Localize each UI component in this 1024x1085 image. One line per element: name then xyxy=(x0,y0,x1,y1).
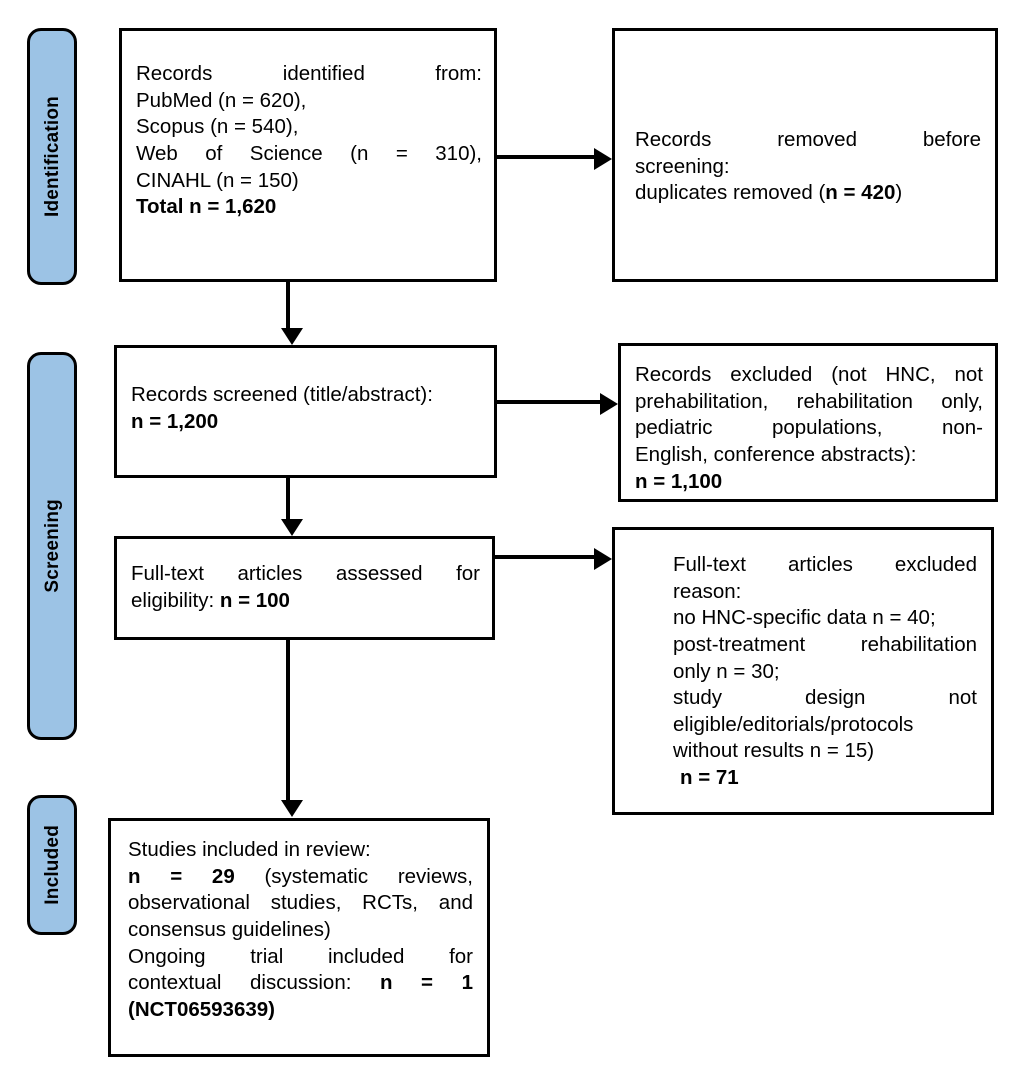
arrow-screened-to-fulltext xyxy=(281,478,303,536)
stage-label-included-text: Included xyxy=(41,825,63,905)
stage-label-identification-text: Identification xyxy=(41,95,63,218)
arrowhead-down-icon xyxy=(281,519,303,536)
box-studies-included-text: Studies included in review: n = 29 (syst… xyxy=(128,837,473,1023)
arrow-fulltext-to-excluded xyxy=(495,548,612,570)
studies-included-line-3: observational studies, RCTs, and xyxy=(128,891,473,915)
arrow-fulltext-to-included xyxy=(281,640,303,817)
box-records-screened-text: Records screened (title/abstract): n = 1… xyxy=(131,382,482,435)
fulltext-excluded-line-8: without results n = 15) xyxy=(673,739,875,763)
records-identified-line-1: Records identified from: xyxy=(136,62,482,85)
fulltext-excluded-line-3: no HNC-specific data n = 40; xyxy=(673,606,936,630)
records-screened-line-1: Records screened (title/abstract): xyxy=(131,383,433,406)
studies-included-line-1: Studies included in review: xyxy=(128,838,371,861)
records-identified-line-2: PubMed (n = 620), xyxy=(136,88,307,112)
arrowhead-right-icon xyxy=(594,148,612,170)
box-records-excluded-screening: Records excluded (not HNC, not prehabili… xyxy=(618,343,998,502)
fulltext-excluded-line-5: only n = 30; xyxy=(673,659,780,683)
fulltext-assessed-line-1: Full-text articles assessed for xyxy=(131,562,480,585)
studies-included-line-2: n = 29 (systematic reviews, xyxy=(128,864,473,891)
arrowhead-down-icon xyxy=(281,328,303,345)
studies-included-types-start: (systematic reviews, xyxy=(234,864,473,888)
records-identified-line-4: Web of Science (n = 310), xyxy=(136,141,482,165)
fulltext-excluded-line-1: Full-text articles excluded xyxy=(673,553,977,576)
studies-included-ongoing-label: contextual discussion: xyxy=(128,971,380,995)
fulltext-assessed-eligibility-label: eligibility: xyxy=(131,588,220,612)
records-removed-line-3: duplicates removed (n = 420) xyxy=(635,180,981,207)
fulltext-excluded-line-4: post-treatment rehabilitation xyxy=(673,632,977,656)
arrow-identified-to-screened xyxy=(281,282,303,345)
box-fulltext-excluded: Full-text articles excluded reason: no H… xyxy=(612,527,994,815)
records-removed-paren: ) xyxy=(895,181,903,205)
studies-included-count: n = 29 xyxy=(128,864,235,888)
stage-label-screening-text: Screening xyxy=(41,499,63,593)
stage-label-included: Included xyxy=(27,795,77,935)
records-removed-line-2: screening: xyxy=(635,154,730,178)
records-excluded-line-4: English, conference abstracts): xyxy=(635,442,917,466)
box-records-removed-text: Records removed before screening: duplic… xyxy=(635,127,981,207)
box-records-excluded-screening-text: Records excluded (not HNC, not prehabili… xyxy=(635,362,983,495)
box-records-identified: Records identified from: PubMed (n = 620… xyxy=(119,28,497,282)
fulltext-assessed-count: n = 100 xyxy=(219,588,290,612)
records-screened-count: n = 1,200 xyxy=(131,409,219,433)
records-excluded-line-3: pediatric populations, non- xyxy=(635,416,983,440)
records-excluded-count: n = 1,100 xyxy=(635,469,723,493)
records-excluded-line-2: prehabilitation, rehabilitation only, xyxy=(635,389,983,413)
box-records-identified-text: Records identified from: PubMed (n = 620… xyxy=(136,61,482,221)
arrowhead-right-icon xyxy=(594,548,612,570)
box-fulltext-excluded-text: Full-text articles excluded reason: no H… xyxy=(673,552,977,792)
box-fulltext-assessed-text: Full-text articles assessed for eligibil… xyxy=(131,561,480,614)
records-identified-line-3: Scopus (n = 540), xyxy=(136,115,299,139)
studies-included-line-4: consensus guidelines) xyxy=(128,917,331,941)
fulltext-excluded-line-7: eligible/editorials/protocols xyxy=(673,712,914,736)
records-removed-line-1: Records removed before xyxy=(635,128,981,151)
stage-label-screening: Screening xyxy=(27,352,77,740)
records-excluded-line-1: Records excluded (not HNC, not xyxy=(635,363,983,386)
arrow-identified-to-removed xyxy=(497,148,612,170)
records-identified-total: Total n = 1,620 xyxy=(136,195,277,219)
stage-label-identification: Identification xyxy=(27,28,77,285)
records-removed-count: n = 420 xyxy=(825,181,896,205)
fulltext-assessed-line-2: eligibility: n = 100 xyxy=(131,588,480,615)
box-studies-included: Studies included in review: n = 29 (syst… xyxy=(108,818,490,1057)
box-fulltext-assessed: Full-text articles assessed for eligibil… xyxy=(114,536,495,640)
records-removed-duplicates-label: duplicates removed ( xyxy=(635,181,826,205)
arrowhead-down-icon xyxy=(281,800,303,817)
box-records-screened: Records screened (title/abstract): n = 1… xyxy=(114,345,497,478)
studies-included-line-5: Ongoing trial included for xyxy=(128,944,473,968)
studies-included-ongoing-count: n = 1 xyxy=(379,971,473,995)
arrow-screened-to-excluded xyxy=(497,393,618,415)
arrowhead-right-icon xyxy=(600,393,618,415)
records-identified-line-5: CINAHL (n = 150) xyxy=(136,168,299,192)
fulltext-excluded-count: n = 71 xyxy=(680,766,739,790)
fulltext-excluded-line-2: reason: xyxy=(673,579,742,603)
box-records-removed: Records removed before screening: duplic… xyxy=(612,28,998,282)
fulltext-excluded-line-6: study design not xyxy=(673,686,977,710)
studies-included-trial-id: (NCT06593639) xyxy=(128,997,275,1021)
studies-included-line-6: contextual discussion: n = 1 xyxy=(128,970,473,997)
